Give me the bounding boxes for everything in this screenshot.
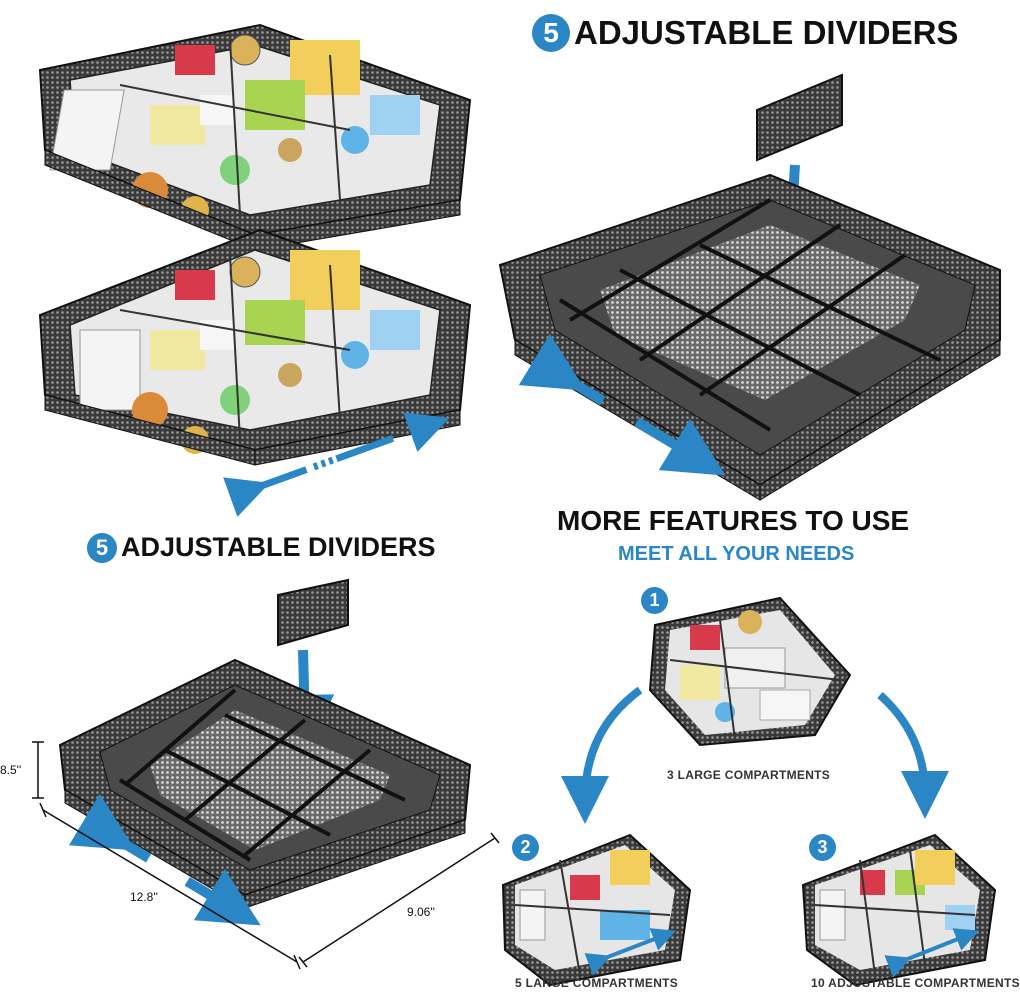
cycle-arrow-left [561,686,643,824]
top-heading-number: 5 [532,14,570,52]
option-1-caption: 3 LARGE COMPARTMENTS [667,768,831,782]
height-dimension: 8.5'' [0,763,22,777]
insert-arrow [761,164,822,275]
divider-panel [756,73,843,162]
organizer-2 [38,228,472,466]
mid-heading: 5 ADJUSTABLE DIVIDERS [87,532,436,563]
organizer-1 [38,23,472,251]
option-2-number: 2 [512,834,539,861]
extend-arrow-bottom [68,793,261,926]
extend-arrow-top-right [518,333,726,476]
option-2-caption: 5 LARGE COMPARTMENTS [515,976,679,990]
cycle-arrow-right [877,692,949,819]
length-dimension-line [42,809,298,963]
option-3-number: 3 [809,834,836,861]
width-dimension: 9.06'' [407,905,435,919]
mid-heading-label: ADJUSTABLE DIVIDERS [121,532,436,562]
extend-arrow [223,412,450,517]
mid-heading-number: 5 [87,532,117,563]
top-heading: 5 ADJUSTABLE DIVIDERS [532,14,958,52]
length-dimension: 12.8'' [130,890,158,904]
option-3-caption: 10 ADJUSTABLE COMPARTMENTS [811,976,1020,990]
features-title: MORE FEATURES TO USE [557,505,910,536]
top-heading-label: ADJUSTABLE DIVIDERS [574,14,959,51]
option-1-number: 1 [641,587,668,614]
features-subtitle: MEET ALL YOUR NEEDS [618,543,855,565]
width-dimension-line [302,837,496,963]
